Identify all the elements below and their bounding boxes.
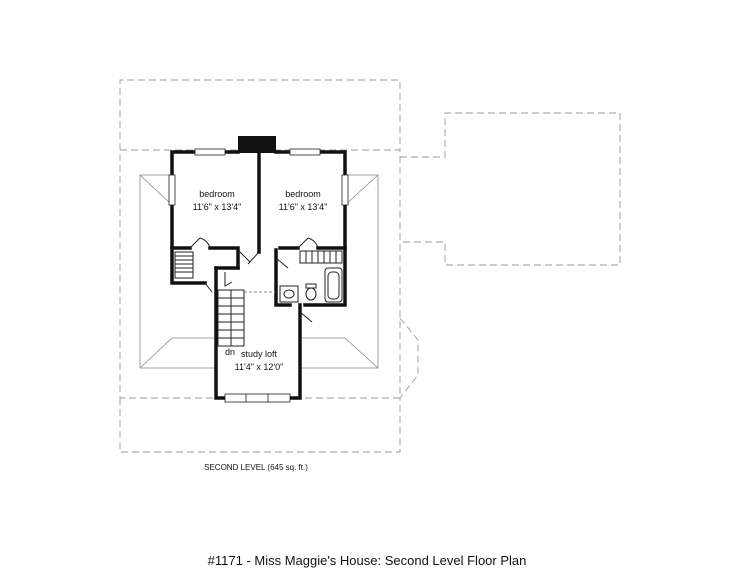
- plan-title: #1171 - Miss Maggie's House: Second Leve…: [208, 553, 527, 568]
- bedroom-left-size: 11'6" x 13'4": [193, 202, 242, 212]
- doors: [189, 237, 319, 323]
- bedroom-right-size: 11'6" x 13'4": [279, 202, 328, 212]
- lower-level-outline: [119, 79, 621, 453]
- study-loft-name: study loft: [241, 349, 278, 359]
- stair-down-label: dn: [225, 347, 235, 357]
- chimney: [238, 136, 276, 153]
- roof-outline: [139, 174, 379, 369]
- vanity: [279, 285, 299, 303]
- stair: [217, 272, 276, 347]
- bedroom-right-name: bedroom: [285, 189, 321, 199]
- windows: [168, 148, 349, 403]
- closets: [174, 250, 343, 279]
- level-caption: SECOND LEVEL (645 sq. ft.): [204, 463, 308, 472]
- bath-fixtures: [279, 267, 343, 303]
- toilet: [305, 287, 317, 301]
- study-loft-size: 11'4" x 12'0": [235, 362, 284, 372]
- bathtub: [324, 267, 343, 303]
- bedroom-left-name: bedroom: [199, 189, 235, 199]
